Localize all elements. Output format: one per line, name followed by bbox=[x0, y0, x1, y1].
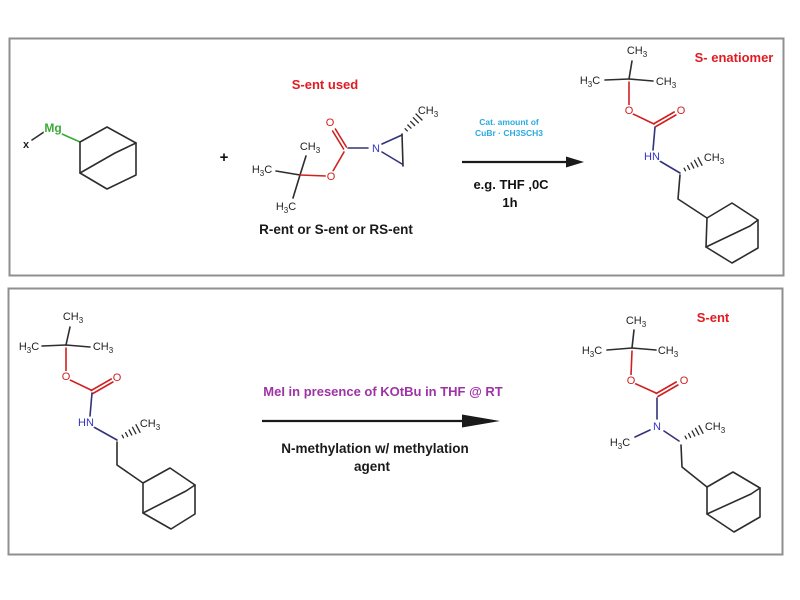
methyl-label: CH3 bbox=[63, 311, 84, 325]
methyl-label: CH3 bbox=[704, 152, 725, 166]
methyl-label: H3C bbox=[580, 75, 600, 89]
carbonyl-double-bond bbox=[92, 381, 114, 395]
hash-wedge-bond bbox=[683, 157, 703, 172]
methylation-note-line1: N-methylation w/ methylation bbox=[281, 441, 469, 456]
carbonyl-double-bond bbox=[655, 114, 677, 128]
carbonyl-oxygen-label: O bbox=[680, 375, 689, 387]
methyl-label: CH3 bbox=[626, 315, 647, 329]
carbonyl-oxygen-label: O bbox=[326, 117, 335, 129]
top-product-structure: CH3 H3C CH3 O O HN CH3 bbox=[578, 44, 759, 264]
methylation-conditions-label: MeI in presence of KOtBu in THF @ RT bbox=[263, 384, 503, 399]
amine-hn-label: HN bbox=[78, 417, 94, 429]
methyl-label: CH3 bbox=[93, 341, 114, 355]
methyl-label: H3C bbox=[582, 345, 602, 359]
reaction-arrow-top bbox=[462, 156, 584, 168]
conditions-line2: 1h bbox=[502, 195, 517, 210]
catalyst-line2: CuBr · CH3SCH3 bbox=[475, 128, 543, 138]
amine-hn-label: HN bbox=[644, 151, 660, 163]
grignard-structure: x Mg bbox=[21, 120, 137, 190]
carbonyl-double-bond bbox=[657, 384, 679, 398]
boc-aziridine-structure: O O N CH3 H3C H3C CH3 bbox=[250, 104, 440, 217]
methyl-label: H3C bbox=[276, 201, 296, 215]
hash-wedge-bond bbox=[684, 425, 704, 440]
conditions-line1: e.g. THF ,0C bbox=[473, 177, 549, 192]
nitrogen-label: N bbox=[372, 143, 380, 155]
methyl-label: CH3 bbox=[627, 45, 648, 59]
ester-oxygen-label: O bbox=[627, 375, 636, 387]
ester-oxygen-label: O bbox=[625, 105, 634, 117]
carbonyl-oxygen-label: O bbox=[677, 105, 686, 117]
arrowhead bbox=[566, 156, 584, 168]
carbonyl-oxygen-label: O bbox=[113, 372, 122, 384]
carbonyl-double-bond bbox=[334, 128, 348, 148]
methyl-label: CH3 bbox=[658, 345, 679, 359]
methyl-label: CH3 bbox=[300, 141, 321, 155]
bottom-start-structure: CH3 H3C CH3 O O HN CH3 bbox=[17, 310, 196, 530]
nitrogen-label: N bbox=[653, 421, 661, 433]
methyl-label: CH3 bbox=[705, 421, 726, 435]
methyl-label: CH3 bbox=[140, 418, 161, 432]
catalyst-line1: Cat. amount of bbox=[479, 117, 539, 127]
methylation-note-line2: agent bbox=[354, 459, 391, 474]
hash-wedge-bond bbox=[121, 424, 141, 439]
ester-oxygen-label: O bbox=[62, 371, 71, 383]
top-product-label: S- enatiomer bbox=[695, 50, 774, 65]
arrowhead bbox=[462, 414, 500, 428]
magnesium-label: Mg bbox=[44, 121, 61, 135]
methyl-label: CH3 bbox=[418, 105, 439, 119]
halide-x-label: x bbox=[23, 139, 30, 151]
hash-wedge-bond bbox=[404, 113, 423, 132]
methyl-label: CH3 bbox=[656, 76, 677, 90]
bottom-product-structure: CH3 H3C CH3 O O N H3C CH3 bbox=[580, 314, 761, 533]
reagent-title-label: S-ent used bbox=[292, 77, 359, 92]
reaction-arrow-bottom bbox=[262, 414, 500, 428]
n-methyl-label: H3C bbox=[610, 437, 630, 451]
ester-oxygen-label: O bbox=[327, 171, 336, 183]
methyl-label: H3C bbox=[19, 341, 39, 355]
top-reaction-box bbox=[8, 37, 785, 277]
methyl-label: H3C bbox=[252, 164, 272, 178]
plus-sign: + bbox=[220, 149, 229, 166]
reagent-note-label: R-ent or S-ent or RS-ent bbox=[259, 222, 413, 237]
bottom-product-label: S-ent bbox=[697, 310, 730, 325]
